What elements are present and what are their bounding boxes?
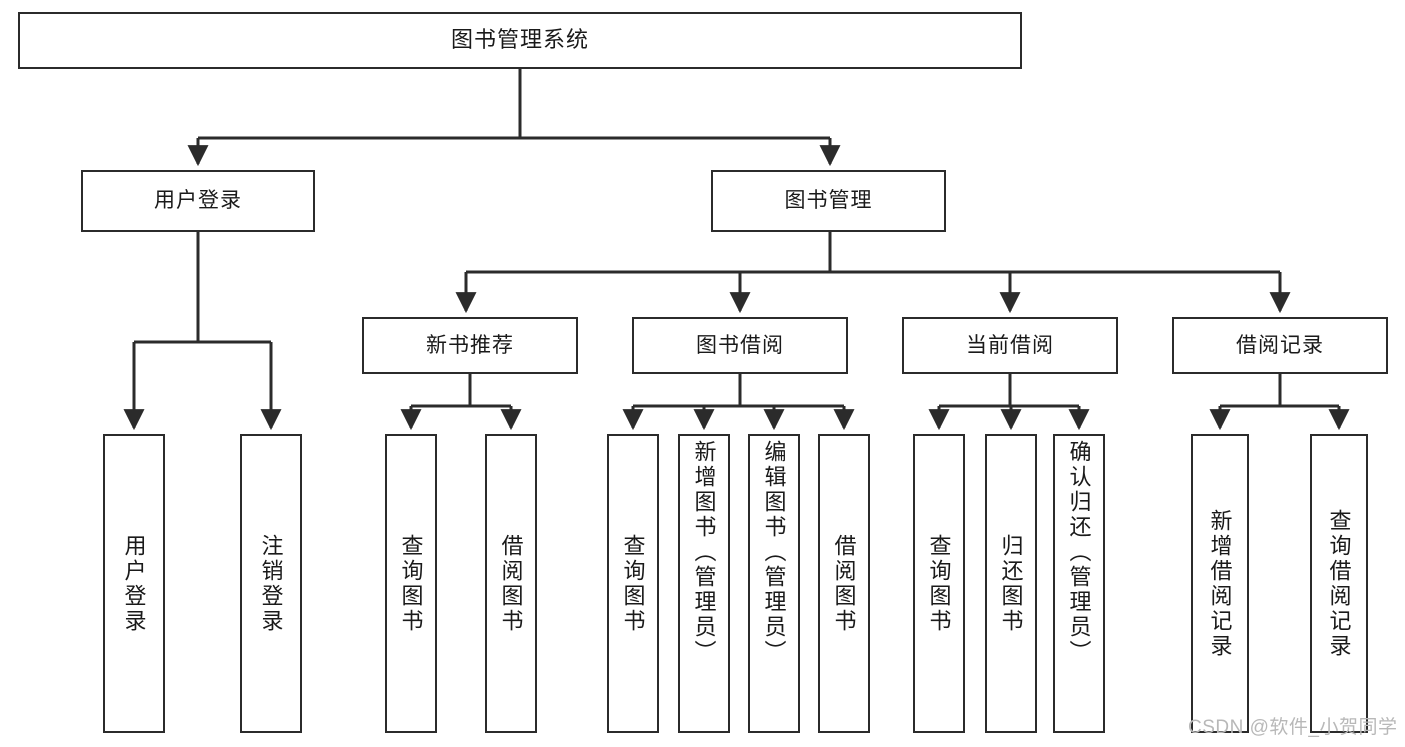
- node-level3-0[interactable]: 新书推荐: [362, 317, 578, 374]
- node-leaf-5[interactable]: 新增图书（管理员）: [678, 434, 730, 733]
- node-leaf-12[interactable]: 查询借阅记录: [1310, 434, 1368, 733]
- watermark-text: CSDN @软件_小贺同学: [1188, 717, 1398, 738]
- node-leaf-6[interactable]: 编辑图书（管理员）: [748, 434, 800, 733]
- node-label: 用户登录: [154, 189, 242, 213]
- node-label-vertical: 查询图书: [398, 533, 424, 634]
- node-label-vertical: 新增借阅记录: [1207, 508, 1233, 659]
- node-level3-3[interactable]: 借阅记录: [1172, 317, 1388, 374]
- node-label-vertical: 借阅图书: [831, 533, 857, 634]
- node-label-vertical: 查询借阅记录: [1326, 508, 1352, 659]
- node-leaf-0[interactable]: 用户登录: [103, 434, 165, 733]
- node-leaf-11[interactable]: 新增借阅记录: [1191, 434, 1249, 733]
- node-level3-1[interactable]: 图书借阅: [632, 317, 848, 374]
- node-label-vertical: 用户登录: [121, 533, 147, 634]
- node-label: 图书借阅: [696, 333, 784, 357]
- node-label-vertical: 编辑图书（管理员）: [761, 440, 787, 665]
- node-label: 新书推荐: [426, 333, 514, 357]
- node-leaf-7[interactable]: 借阅图书: [818, 434, 870, 733]
- node-label: 图书管理系统: [450, 27, 589, 53]
- node-label-vertical: 借阅图书: [498, 533, 524, 634]
- node-label: 当前借阅: [966, 333, 1054, 357]
- node-leaf-1[interactable]: 注销登录: [240, 434, 302, 733]
- node-label: 图书管理: [784, 189, 873, 213]
- node-label-vertical: 确认归还（管理员）: [1066, 440, 1092, 665]
- node-root[interactable]: 图书管理系统: [18, 12, 1022, 69]
- node-level3-2[interactable]: 当前借阅: [902, 317, 1118, 374]
- node-leaf-4[interactable]: 查询图书: [607, 434, 659, 733]
- node-label: 借阅记录: [1236, 333, 1324, 357]
- node-label-vertical: 新增图书（管理员）: [691, 440, 717, 665]
- node-leaf-8[interactable]: 查询图书: [913, 434, 965, 733]
- node-label-vertical: 注销登录: [258, 533, 284, 634]
- node-label-vertical: 查询图书: [620, 533, 646, 634]
- node-label-vertical: 归还图书: [998, 533, 1024, 634]
- node-label-vertical: 查询图书: [926, 533, 952, 634]
- node-leaf-3[interactable]: 借阅图书: [485, 434, 537, 733]
- node-level2-1[interactable]: 图书管理: [711, 170, 946, 232]
- node-leaf-10[interactable]: 确认归还（管理员）: [1053, 434, 1105, 733]
- node-leaf-9[interactable]: 归还图书: [985, 434, 1037, 733]
- node-level2-0[interactable]: 用户登录: [81, 170, 315, 232]
- node-leaf-2[interactable]: 查询图书: [385, 434, 437, 733]
